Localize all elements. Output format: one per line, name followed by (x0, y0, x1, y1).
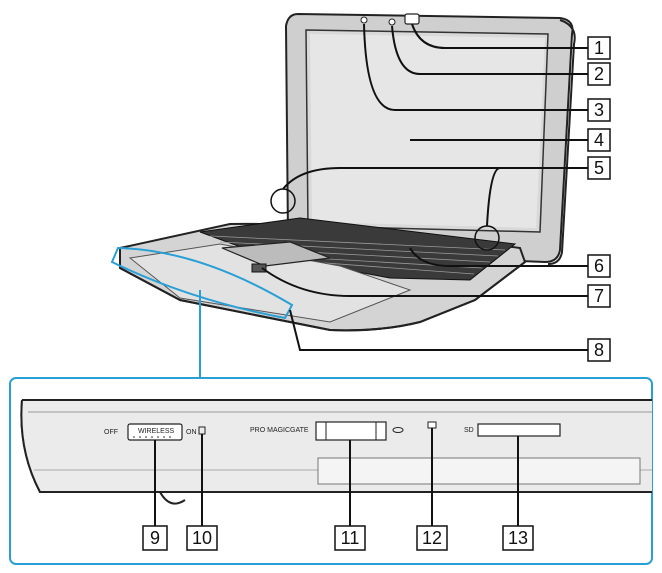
callout-11-label: 11 (341, 528, 360, 548)
palm-rest (128, 243, 412, 323)
callout-10: 10 (186, 525, 218, 551)
callout-2-label: 2 (594, 64, 604, 84)
callout-13: 13 (502, 525, 534, 551)
callout-3: 3 (587, 98, 611, 122)
callout-4: 4 (587, 128, 611, 152)
sd-opening[interactable] (477, 423, 561, 437)
callout-9: 9 (142, 525, 168, 551)
callout-10-label: 10 (192, 528, 212, 548)
memory-stick-label: PRO MAGICGATE (250, 427, 309, 434)
front-panel-highlight (110, 246, 294, 320)
microphone-dot (360, 16, 368, 24)
rubber-foot (159, 491, 186, 505)
callout-1-label: 1 (594, 38, 604, 58)
indicator-light (427, 421, 437, 429)
callout-8: 8 (587, 338, 611, 362)
fingerprint-sensor (251, 263, 267, 273)
switch-wireless-label: WIRELESS (138, 428, 175, 435)
wireless-switch[interactable]: OFF WIRELESS ON (104, 423, 206, 441)
callout-7: 7 (587, 284, 611, 308)
front-edge (119, 261, 526, 332)
callout-1: 1 (587, 36, 611, 60)
camera-lens (404, 13, 420, 25)
memory-stick-slot[interactable]: PRO MAGICGATE (250, 421, 404, 441)
callout-leaders-upper (261, 23, 588, 351)
callout-4-label: 4 (594, 130, 604, 150)
laptop-illustration (110, 12, 576, 332)
sd-card-slot[interactable]: SD (464, 423, 561, 437)
callout-8-label: 8 (594, 340, 604, 360)
media-access-indicator (427, 421, 437, 429)
access-icon (392, 427, 404, 433)
callouts-upper: 1 2 3 4 5 6 7 8 (587, 36, 611, 362)
callout-leaders-lower (154, 428, 519, 526)
camera-indicator-dot (388, 18, 396, 26)
callouts-lower: 9 10 11 12 13 (142, 525, 534, 551)
callout-12-label: 12 (422, 528, 442, 548)
callout-11: 11 (334, 525, 366, 551)
callout-13-label: 13 (508, 528, 528, 548)
front-panel-detail: OFF WIRELESS ON PRO MAGICGATE SD (20, 399, 652, 505)
callout-12: 12 (416, 525, 448, 551)
callout-6: 6 (587, 254, 611, 278)
switch-dots (133, 436, 171, 438)
switch-on-label: ON (186, 429, 197, 436)
lid-edge (547, 19, 576, 265)
callout-9-label: 9 (150, 528, 160, 548)
screen-glare (310, 34, 545, 228)
callout-5: 5 (587, 156, 611, 180)
callout-5-label: 5 (594, 158, 604, 178)
callout-7-label: 7 (594, 286, 604, 306)
callout-6-label: 6 (594, 256, 604, 276)
panel-shelf (317, 457, 641, 485)
callout-2: 2 (587, 62, 611, 86)
sd-label: SD (464, 427, 474, 434)
touchpad (221, 241, 331, 267)
callout-3-label: 3 (594, 100, 604, 120)
switch-off-label: OFF (104, 429, 118, 436)
